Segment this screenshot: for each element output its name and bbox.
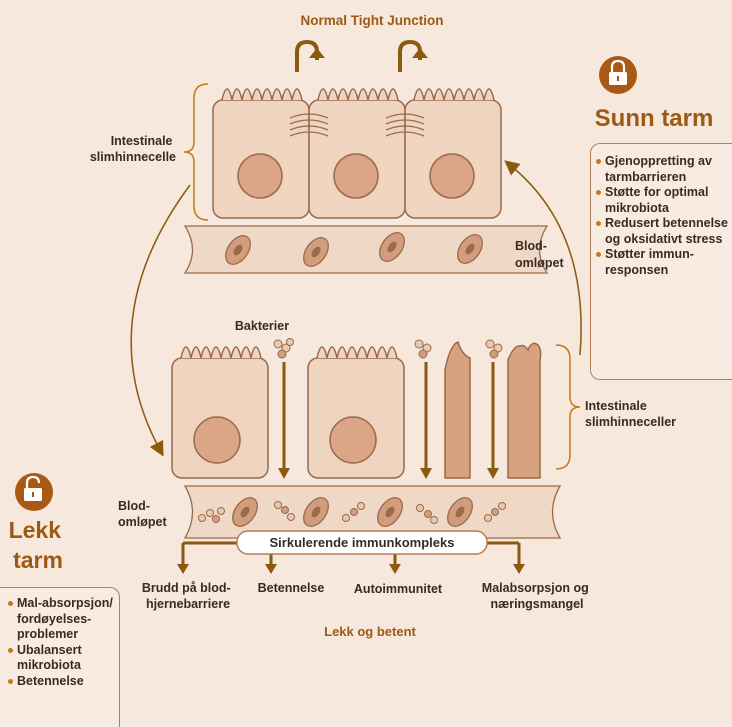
bottom-blood-label: Blod- omløpet — [118, 499, 167, 529]
bottom-cell-2 — [308, 358, 404, 478]
lekk-item: Ubalansert mikrobiota — [7, 643, 117, 674]
lekk-item: Betennelse — [7, 674, 117, 690]
lekk-tarm-list: Mal-absorpsjon/ fordøyelses-problemer Ub… — [7, 596, 117, 689]
lekk-tarm-title: Lekk tarm — [9, 517, 68, 573]
bacteria-label: Bakterier — [235, 319, 289, 333]
outcome-bbb: Brudd på blod- hjernebarriere — [142, 581, 234, 611]
sunn-tarm-title: Sunn tarm — [595, 105, 714, 132]
lekk-tarm-box: Mal-absorpsjon/ fordøyelses-problemer Ub… — [0, 587, 120, 727]
sunn-tarm-list: Gjenoppretting av tarmbarrieren Støtte f… — [595, 154, 730, 278]
sunn-item: Støtte for optimal mikrobiota — [595, 185, 730, 216]
top-cell-1 — [213, 100, 309, 218]
u-turn-arrow-right — [400, 42, 428, 72]
sunn-item: Redusert betennelse og oksidativt stress — [595, 216, 730, 247]
top-microvilli — [222, 89, 494, 100]
top-blood-vessel — [185, 226, 547, 273]
lekk-item: Mal-absorpsjon/ fordøyelses-problemer — [7, 596, 117, 643]
outcome-autoimmunity: Autoimmunitet — [354, 582, 443, 596]
immune-complex-label: Sirkulerende immunkompleks — [270, 535, 455, 550]
outcome-arrowheads — [177, 564, 525, 574]
padlock-closed-icon — [599, 56, 637, 94]
normal-tight-junction-title: Normal Tight Junction — [300, 13, 443, 28]
bottom-cell-label: Intestinale slimhinneceller — [585, 399, 676, 429]
bottom-cell-1 — [172, 358, 268, 478]
sunn-tarm-box: Gjenoppretting av tarmbarrieren Støtte f… — [590, 143, 732, 380]
top-cell-label: Intestinale slimhinnecelle — [90, 134, 176, 164]
top-cell-2 — [309, 100, 405, 218]
u-turn-arrow-left — [297, 42, 325, 72]
top-cell-3 — [405, 100, 501, 218]
outcome-malabsorption: Malabsorpsjon og næringsmangel — [482, 581, 592, 611]
sunn-item: Støtter immun-responsen — [595, 247, 730, 278]
top-cell-bracket — [184, 84, 208, 220]
sunn-item: Gjenoppretting av tarmbarrieren — [595, 154, 730, 185]
leaky-caption: Lekk og betent — [324, 624, 416, 639]
outcome-inflammation: Betennelse — [258, 581, 325, 595]
bottom-cell-bracket — [556, 345, 580, 469]
padlock-open-icon — [15, 473, 53, 511]
